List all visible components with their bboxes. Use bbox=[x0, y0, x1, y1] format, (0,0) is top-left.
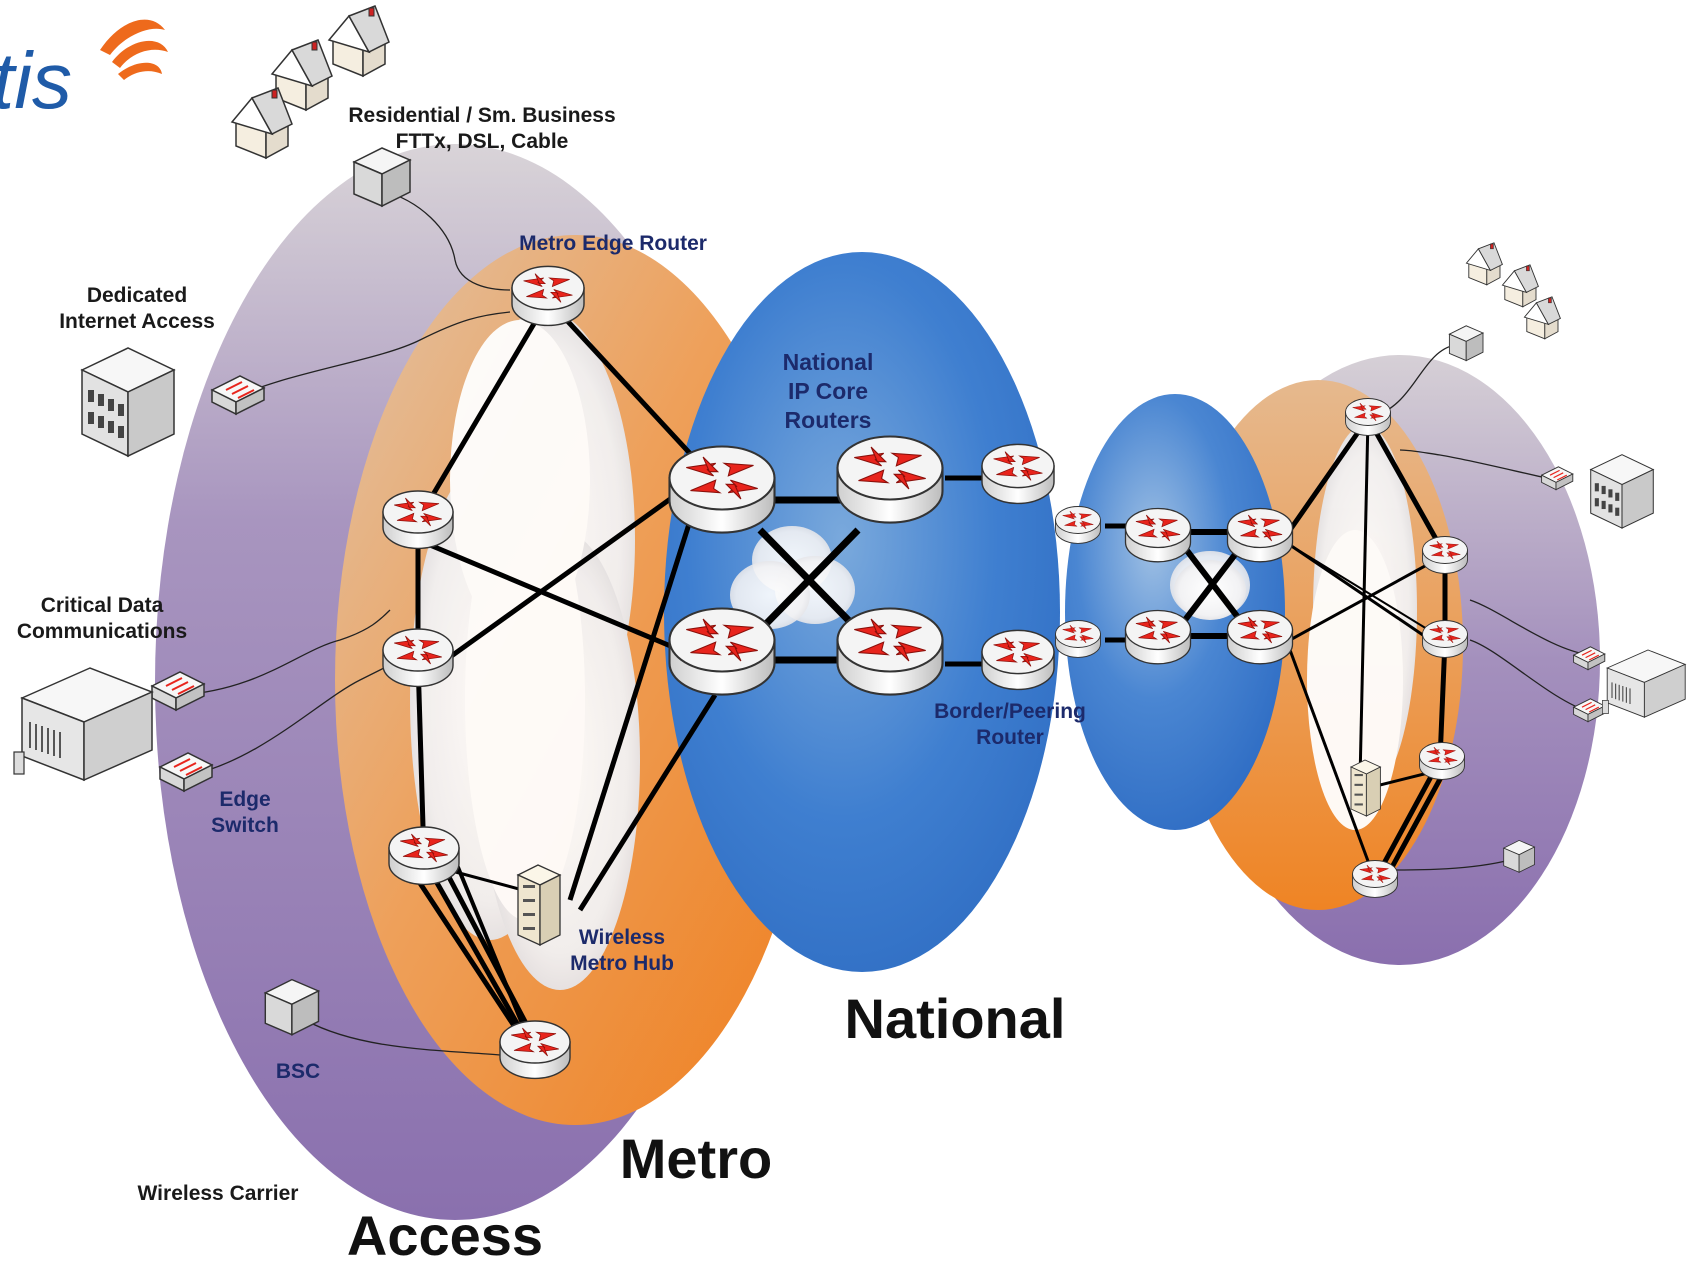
router-icon bbox=[668, 445, 776, 534]
logo: tis bbox=[0, 19, 168, 125]
border-router-label-2: Router bbox=[976, 726, 1044, 749]
router-icon bbox=[1124, 609, 1192, 665]
router-icon bbox=[1055, 506, 1101, 544]
router-icon bbox=[1124, 507, 1192, 563]
critical-label-1: Critical Data bbox=[41, 594, 164, 617]
router-icon bbox=[668, 607, 776, 696]
metro-edge-router-label: Metro Edge Router bbox=[519, 232, 707, 255]
modem-icon bbox=[1448, 325, 1484, 362]
dedicated-label-2: Internet Access bbox=[59, 310, 215, 333]
national-core-label-2: IP Core bbox=[788, 378, 868, 404]
logo-text: tis bbox=[0, 36, 72, 125]
national-zone-core bbox=[664, 252, 1060, 972]
router-icon bbox=[1055, 620, 1101, 658]
router-icon bbox=[1422, 620, 1468, 658]
datacenter-icon bbox=[13, 667, 153, 781]
building-icon bbox=[1590, 454, 1654, 529]
national-zone-peering bbox=[1065, 394, 1285, 830]
edge-switch-label-1: Edge bbox=[219, 788, 270, 811]
router-icon bbox=[1226, 609, 1294, 665]
critical-label-2: Communications bbox=[17, 620, 187, 643]
router-icon bbox=[836, 435, 944, 524]
datacenter-icon bbox=[1601, 649, 1686, 718]
national-core-label-3: Routers bbox=[785, 407, 872, 433]
router-icon bbox=[1352, 860, 1398, 898]
house-icon bbox=[328, 5, 390, 77]
router-icon bbox=[511, 265, 585, 327]
residential-label-1: Residential / Sm. Business bbox=[348, 104, 615, 127]
router-icon bbox=[1226, 507, 1294, 563]
house-icon bbox=[1465, 242, 1503, 286]
access-links bbox=[179, 189, 1591, 1056]
router-icon bbox=[1345, 398, 1391, 436]
building-icon bbox=[81, 347, 175, 457]
router-icon bbox=[836, 607, 944, 696]
wireless-hub-label-1: Wireless bbox=[579, 926, 665, 949]
server-icon bbox=[517, 864, 561, 946]
router-icon bbox=[1422, 536, 1468, 574]
zone-label-access: Access bbox=[347, 1204, 543, 1264]
server-icon bbox=[1350, 759, 1381, 817]
router-icon bbox=[499, 1020, 571, 1080]
cloud-icon bbox=[410, 310, 640, 990]
wireless-carrier-label: Wireless Carrier bbox=[138, 1182, 299, 1205]
router-icon bbox=[1419, 742, 1465, 780]
edge-switch-label-2: Switch bbox=[211, 814, 279, 837]
house-icon bbox=[1501, 264, 1539, 308]
router-icon bbox=[382, 628, 454, 688]
router-icon bbox=[981, 629, 1055, 691]
dedicated-label-1: Dedicated bbox=[87, 284, 187, 307]
logo-swoosh bbox=[100, 19, 168, 80]
zone-label-metro: Metro bbox=[620, 1127, 772, 1190]
core-links bbox=[407, 298, 1448, 1057]
zone-label-national: National bbox=[845, 987, 1066, 1050]
bsc-label: BSC bbox=[276, 1060, 320, 1083]
router-icon bbox=[981, 443, 1055, 505]
router-icon bbox=[388, 826, 460, 886]
border-router-label-1: Border/Peering bbox=[934, 700, 1086, 723]
wireless-hub-label-2: Metro Hub bbox=[570, 952, 674, 975]
residential-label-2: FTTx, DSL, Cable bbox=[396, 130, 569, 153]
national-core-label-1: National bbox=[783, 349, 874, 375]
router-icon bbox=[382, 490, 454, 550]
